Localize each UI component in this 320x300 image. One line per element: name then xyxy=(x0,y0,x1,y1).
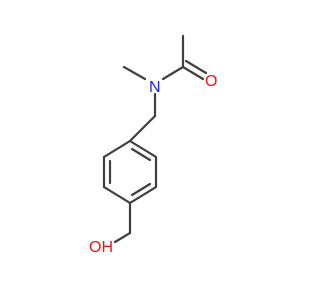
bond-carbonyl-nitrogen xyxy=(161,65,185,81)
bond-n-methyl xyxy=(122,65,147,81)
ring-double-bond-2 xyxy=(130,182,152,197)
bond-ch2-oxygen xyxy=(113,231,132,244)
bond-ch2-ch2 xyxy=(128,114,157,143)
structure-canvas: O N OH xyxy=(89,34,217,256)
carbonyl-oxygen-label: O xyxy=(205,73,217,90)
benzene-ring xyxy=(102,139,158,205)
molecule-diagram: O N OH xyxy=(89,34,217,256)
bond-carbonyl-double-b xyxy=(184,59,208,75)
ring-double-bond-1 xyxy=(130,147,152,162)
hydroxyl-label: OH xyxy=(89,239,113,256)
amide-nitrogen-label: N xyxy=(149,79,161,96)
bond-carbonyl-double-a xyxy=(181,65,205,81)
